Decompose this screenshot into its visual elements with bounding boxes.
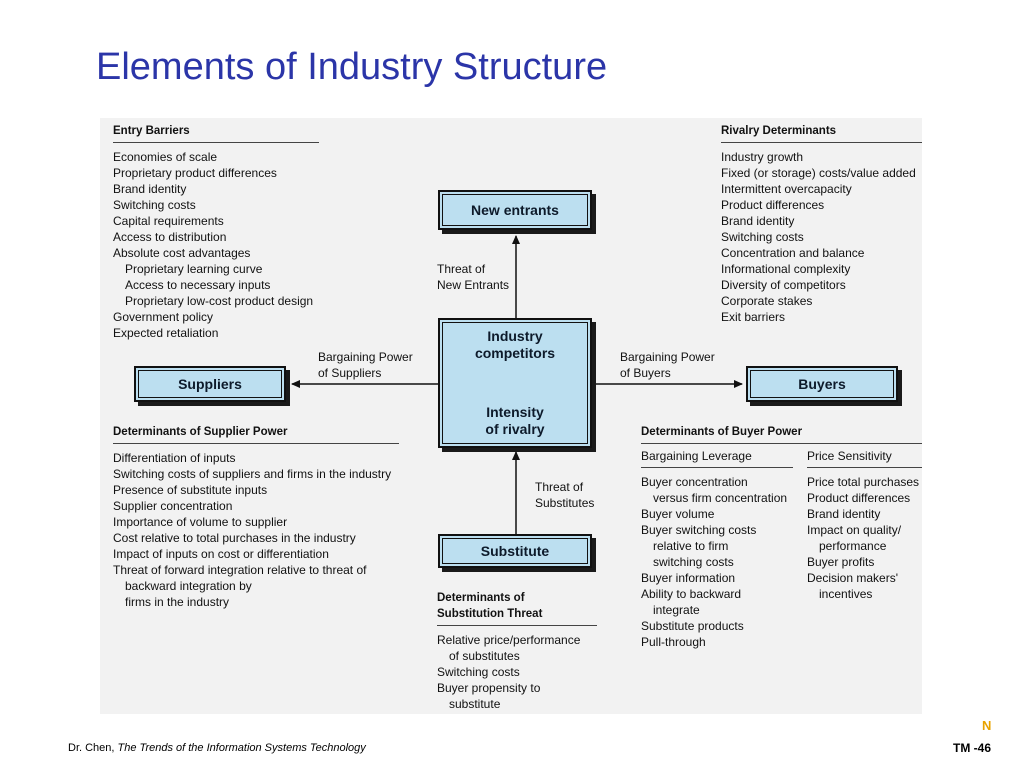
- corner-letter: N: [982, 718, 992, 733]
- list-item: Proprietary low-cost product design: [125, 294, 314, 308]
- list-item: Fixed (or storage) costs/value added: [721, 166, 916, 180]
- list-item: Relative price/performance: [437, 633, 581, 647]
- list-item: Buyer switching costs: [641, 523, 757, 537]
- entry-barriers-header: Entry Barriers: [113, 123, 319, 143]
- bargaining-leverage-column: Bargaining Leverage Buyer concentration …: [641, 448, 793, 650]
- of-rivalry-label: of rivalry: [485, 421, 545, 437]
- list-item: versus firm concentration: [653, 491, 788, 505]
- buyers-label: Buyers: [798, 376, 846, 392]
- industry-label: Industry: [487, 328, 543, 344]
- competitors-label: competitors: [474, 345, 556, 361]
- industry-competitors-box: Industry competitors Intensity of rivalr…: [438, 318, 592, 448]
- list-item: Threat of forward integration relative t…: [113, 563, 367, 577]
- buyers-box: Buyers: [746, 366, 898, 402]
- list-item: Price total purchases: [807, 475, 920, 489]
- list-item: Presence of substitute inputs: [113, 483, 268, 497]
- list-item: Switching costs: [113, 198, 196, 212]
- list-item: Impact of inputs on cost or differentiat…: [113, 547, 329, 561]
- substitution-threat-header: Determinants of Substitution Threat: [437, 590, 597, 626]
- list-item: Product differences: [721, 198, 825, 212]
- list-item: Brand identity: [113, 182, 187, 196]
- list-item: Buyer profits: [807, 555, 875, 569]
- new-entrants-label: New entrants: [471, 202, 559, 218]
- list-item: Supplier concentration: [113, 499, 233, 513]
- buyer-power-panel: Determinants of Buyer Power: [641, 424, 922, 450]
- list-item: Exit barriers: [721, 310, 786, 324]
- intensity-label: Intensity: [486, 404, 544, 420]
- price-sensitivity-column: Price Sensitivity Price total purchases …: [807, 448, 922, 602]
- list-item: Differentiation of inputs: [113, 451, 236, 465]
- list-item: Intermittent overcapacity: [721, 182, 852, 196]
- list-item: Substitute products: [641, 619, 744, 633]
- substitution-threat-panel: Determinants of Substitution Threat Rela…: [437, 590, 597, 712]
- list-item: of substitutes: [449, 649, 520, 663]
- bargaining-leverage-header: Bargaining Leverage: [641, 448, 793, 468]
- list-item: Buyer concentration: [641, 475, 748, 489]
- list-item: Proprietary learning curve: [125, 262, 263, 276]
- list-item: switching costs: [653, 555, 734, 569]
- new-entrants-box: New entrants: [438, 190, 592, 230]
- list-item: Informational complexity: [721, 262, 851, 276]
- list-item: Absolute cost advantages: [113, 246, 251, 260]
- list-item: Importance of volume to supplier: [113, 515, 288, 529]
- list-item: Decision makers': [807, 571, 898, 585]
- list-item: Buyer propensity to: [437, 681, 541, 695]
- threat-of-new-entrants-label: Threat of New Entrants: [437, 262, 510, 292]
- footer-credit: Dr. Chen, The Trends of the Information …: [68, 742, 366, 754]
- threat-of-substitutes-label: Threat of Substitutes: [535, 480, 595, 510]
- list-item: Government policy: [113, 310, 214, 324]
- rivalry-determinants-header: Rivalry Determinants: [721, 123, 922, 143]
- list-item: Concentration and balance: [721, 246, 865, 260]
- list-item: backward integration by: [125, 579, 252, 593]
- list-item: firms in the industry: [125, 595, 230, 609]
- slide-number: TM -46: [953, 741, 992, 755]
- entry-barriers-panel: Entry Barriers Economies of scale Propri…: [113, 123, 319, 341]
- list-item: Proprietary product differences: [113, 166, 277, 180]
- list-item: Cost relative to total purchases in the …: [113, 531, 356, 545]
- substitute-label: Substitute: [480, 543, 550, 559]
- list-item: Switching costs: [437, 665, 520, 679]
- list-item: integrate: [653, 603, 700, 617]
- list-item: Access to necessary inputs: [125, 278, 271, 292]
- list-item: Switching costs: [721, 230, 804, 244]
- list-item: Brand identity: [807, 507, 881, 521]
- list-item: Impact on quality/: [807, 523, 902, 537]
- buyer-power-header: Determinants of Buyer Power: [641, 424, 922, 444]
- suppliers-box: Suppliers: [134, 366, 286, 402]
- list-item: Pull-through: [641, 635, 706, 649]
- substitute-box: Substitute: [438, 534, 592, 568]
- rivalry-determinants-panel: Rivalry Determinants Industry growth Fix…: [721, 123, 922, 325]
- suppliers-label: Suppliers: [178, 376, 242, 392]
- list-item: Buyer information: [641, 571, 736, 585]
- list-item: Product differences: [807, 491, 911, 505]
- list-item: Switching costs of suppliers and firms i…: [113, 467, 392, 481]
- list-item: Brand identity: [721, 214, 795, 228]
- list-item: Corporate stakes: [721, 294, 813, 308]
- buyer-power-label: Bargaining Power of Buyers: [620, 350, 715, 380]
- list-item: Economies of scale: [113, 150, 218, 164]
- list-item: Capital requirements: [113, 214, 224, 228]
- supplier-power-panel: Determinants of Supplier Power Different…: [113, 424, 399, 610]
- list-item: substitute: [449, 697, 501, 711]
- slide-title: Elements of Industry Structure: [96, 46, 608, 88]
- supplier-power-header: Determinants of Supplier Power: [113, 424, 399, 444]
- list-item: performance: [819, 539, 887, 553]
- list-item: Diversity of competitors: [721, 278, 846, 292]
- list-item: Buyer volume: [641, 507, 715, 521]
- footer-author: Dr. Chen,: [68, 742, 118, 754]
- list-item: Industry growth: [721, 150, 804, 164]
- list-item: relative to firm: [653, 539, 729, 553]
- list-item: Expected retaliation: [113, 326, 219, 340]
- list-item: Access to distribution: [113, 230, 227, 244]
- list-item: Ability to backward: [641, 587, 742, 601]
- footer-course: The Trends of the Information Systems Te…: [117, 742, 366, 754]
- price-sensitivity-header: Price Sensitivity: [807, 448, 922, 468]
- list-item: incentives: [819, 587, 873, 601]
- supplier-power-label: Bargaining Power of Suppliers: [318, 350, 413, 380]
